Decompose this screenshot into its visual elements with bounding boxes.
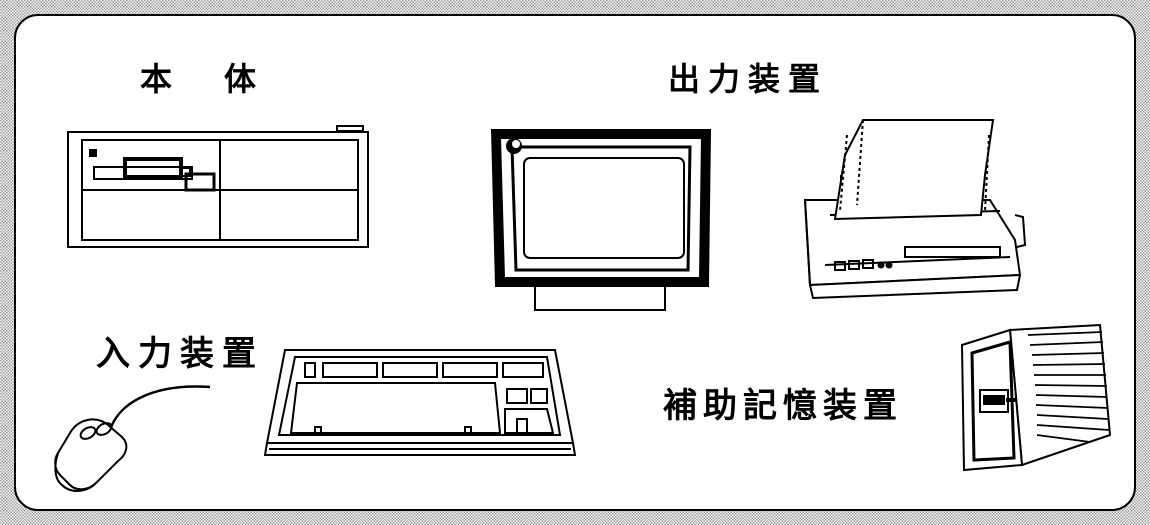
keyboard-icon: [263, 349, 577, 456]
computer-unit-icon: [67, 125, 369, 248]
main-unit-label: 本 体: [140, 60, 267, 98]
input-devices-label: 入力装置: [96, 334, 264, 374]
auxiliary-storage-label: 補助記憶装置: [663, 386, 903, 426]
mouse-icon: [54, 385, 211, 492]
crt-monitor-icon: [490, 129, 712, 311]
printer-icon: [803, 119, 1027, 300]
output-devices-label: 出力装置: [668, 60, 829, 98]
floppy-disk-drive-icon: [960, 323, 1112, 472]
